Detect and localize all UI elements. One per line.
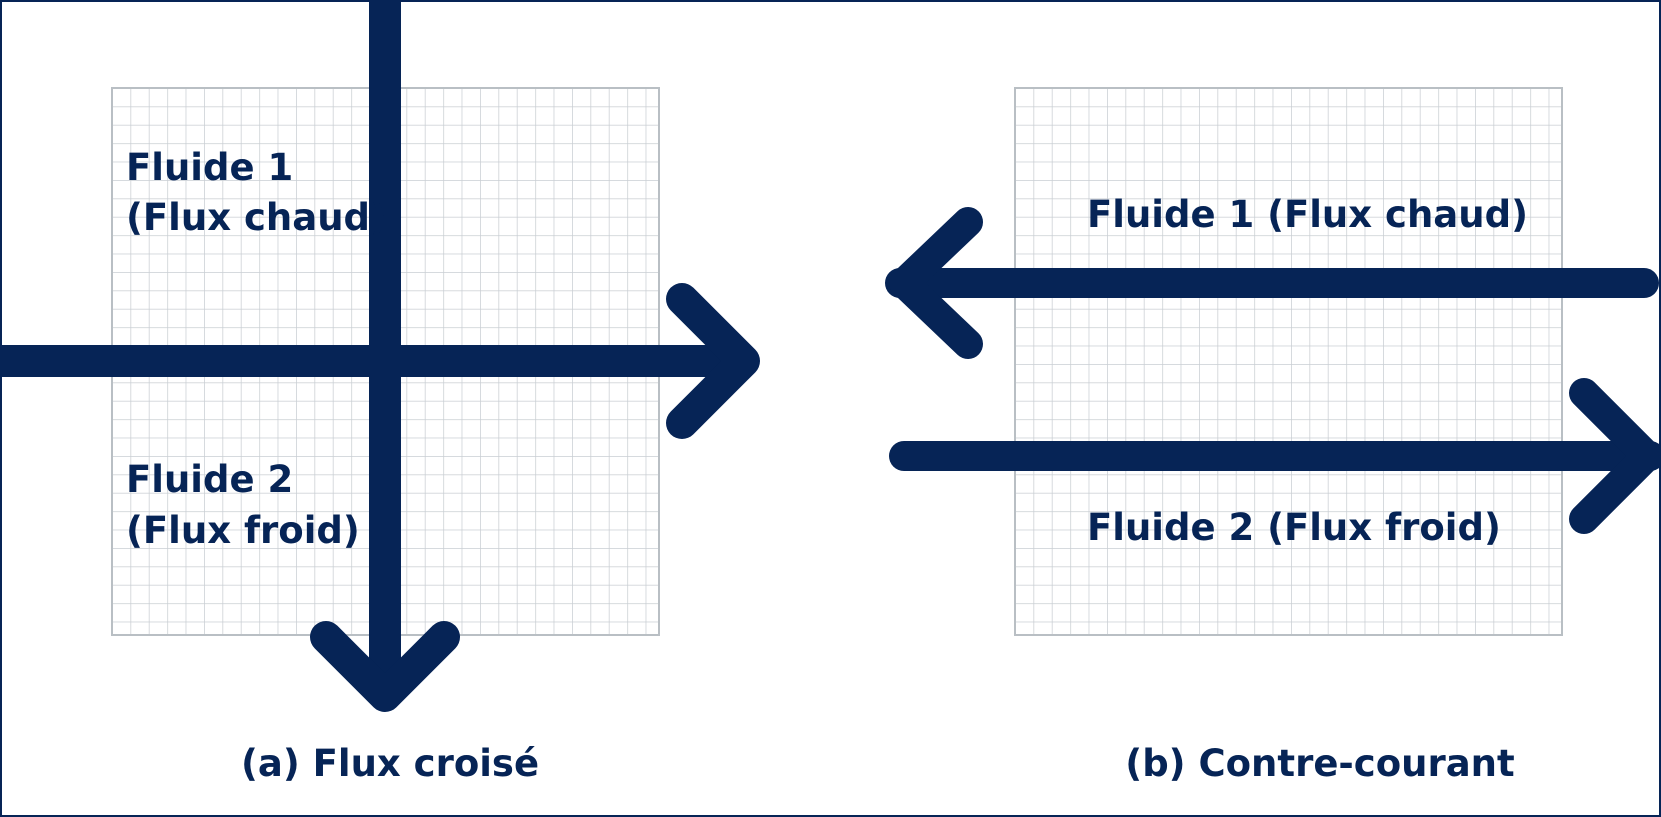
fluid2-label-line1: Fluide 2 — [126, 458, 293, 501]
fluid1-label-b: Fluide 1 (Flux chaud) — [1087, 193, 1528, 236]
fluid2-label-line2: (Flux froid) — [126, 509, 360, 552]
fluid2-label-b: Fluide 2 (Flux froid) — [1087, 506, 1501, 549]
fluid2-right-arrow-b — [889, 378, 1661, 534]
panel-cross-flow: Fluide 1 (Flux chaud) Fluide 2 (Flux fro… — [0, 0, 760, 785]
panel-counter-flow: Fluide 1 (Flux chaud) Fluide 2 (Flux fro… — [885, 87, 1661, 785]
exchanger-grid-b — [1014, 87, 1563, 636]
fluid2-right-arrow — [0, 283, 760, 439]
caption-counter-flow: (b) Contre-courant — [1125, 742, 1514, 785]
fluid1-left-arrow — [885, 207, 1659, 359]
caption-cross-flow: (a) Flux croisé — [241, 742, 539, 785]
fluid1-label-line2: (Flux chaud) — [126, 196, 387, 239]
fluid1-label-line1: Fluide 1 — [126, 146, 293, 189]
